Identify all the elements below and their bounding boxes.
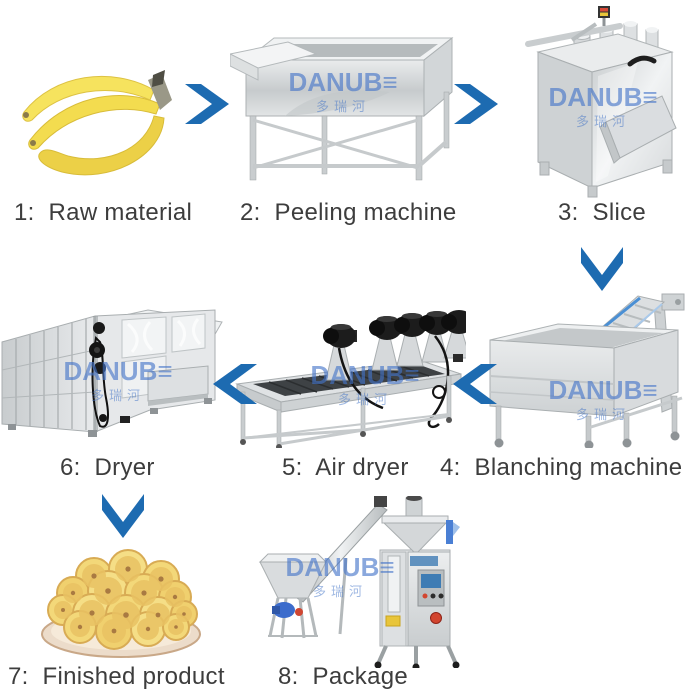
step-label-7: 7: Finished product <box>8 663 225 690</box>
step-label-6: 6: Dryer <box>60 454 155 481</box>
blanching-machine-image <box>486 288 698 448</box>
step-label-4: 4: Blanching machine <box>440 454 683 481</box>
step-label-3: 3: Slice <box>558 199 647 226</box>
slicing-machine-image <box>512 6 686 198</box>
banana-chips-image <box>38 538 204 660</box>
flow-arrow-1-to-2 <box>185 84 230 129</box>
step-label-2: 2: Peeling machine <box>240 199 457 226</box>
step-label-5: 5: Air dryer <box>282 454 409 481</box>
bananas-image <box>14 60 174 192</box>
peeling-machine-image <box>230 16 456 190</box>
air-dryer-image <box>233 296 466 448</box>
flow-arrow-3-to-4 <box>581 247 623 297</box>
arrow-right-icon <box>185 84 229 124</box>
flow-arrow-2-to-3 <box>454 84 499 129</box>
arrow-left-icon <box>213 364 257 404</box>
arrow-down-icon <box>581 247 623 291</box>
packing-machine-image <box>250 496 460 668</box>
arrow-down-icon <box>102 494 144 538</box>
flow-arrow-4-to-5 <box>452 364 497 409</box>
flow-arrow-5-to-6 <box>212 364 257 409</box>
step-label-1: 1: Raw material <box>14 199 193 226</box>
arrow-right-icon <box>454 84 498 124</box>
step-label-8: 8: Package <box>278 663 409 690</box>
flow-arrow-6-to-7 <box>102 494 144 544</box>
arrow-left-icon <box>453 364 497 404</box>
tunnel-dryer-image <box>0 298 224 448</box>
